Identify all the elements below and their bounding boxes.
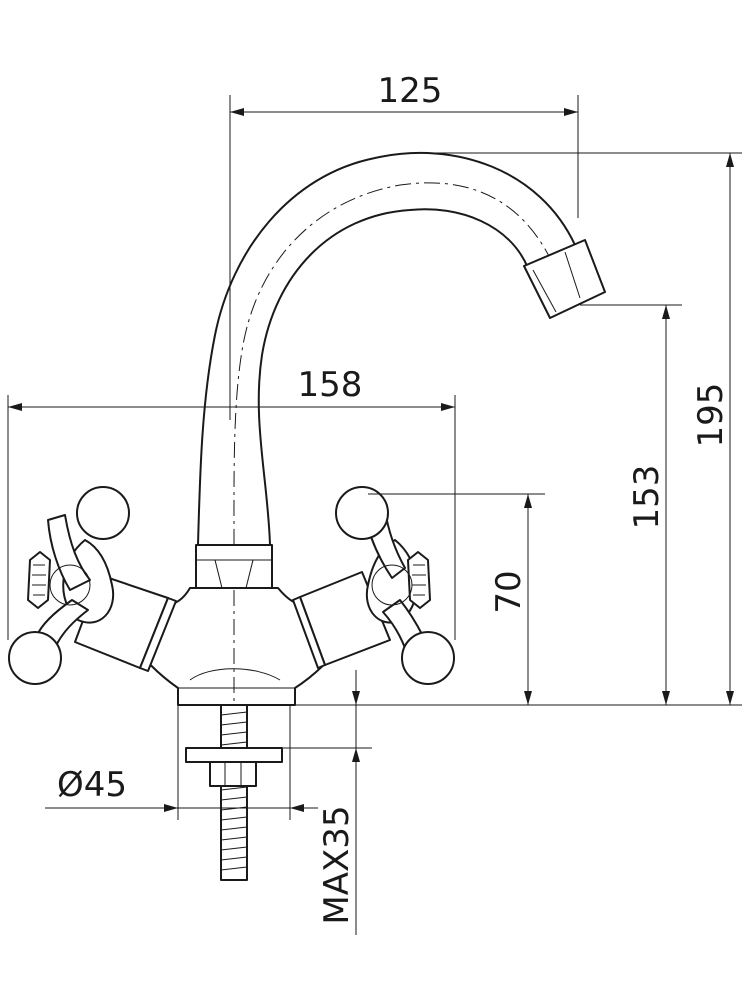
- faucet-outline: [8, 151, 606, 881]
- dimension-153: 153: [580, 304, 682, 705]
- dim-label-158: 158: [298, 365, 363, 405]
- dim-label-125: 125: [378, 71, 443, 111]
- spout-centerline: [233, 182, 551, 546]
- left-valve-ring: [139, 597, 177, 672]
- right-valve-ring: [292, 596, 326, 669]
- threaded-rod: [220, 704, 248, 881]
- spout-collar: [195, 544, 273, 589]
- dimension-195: 195: [435, 152, 742, 705]
- dimension-diameter-45: Ø45: [45, 705, 318, 820]
- mounting-nut: [209, 761, 257, 787]
- dim-label-153: 153: [627, 465, 667, 530]
- dimension-max-35: MAX35: [282, 670, 372, 935]
- dim-label-diameter-45: Ø45: [57, 765, 127, 805]
- dimension-158: 158: [7, 365, 456, 640]
- dimension-70: 70: [368, 493, 545, 705]
- dim-label-max-35: MAX35: [317, 805, 357, 924]
- spout: [197, 151, 576, 546]
- left-cross-handle: [8, 486, 130, 685]
- dim-label-70: 70: [489, 570, 529, 613]
- mounting-plate: [185, 747, 283, 763]
- dim-label-195: 195: [691, 383, 731, 448]
- aerator: [523, 239, 606, 319]
- dimension-125: 125: [229, 71, 579, 420]
- right-cross-handle: [335, 486, 455, 685]
